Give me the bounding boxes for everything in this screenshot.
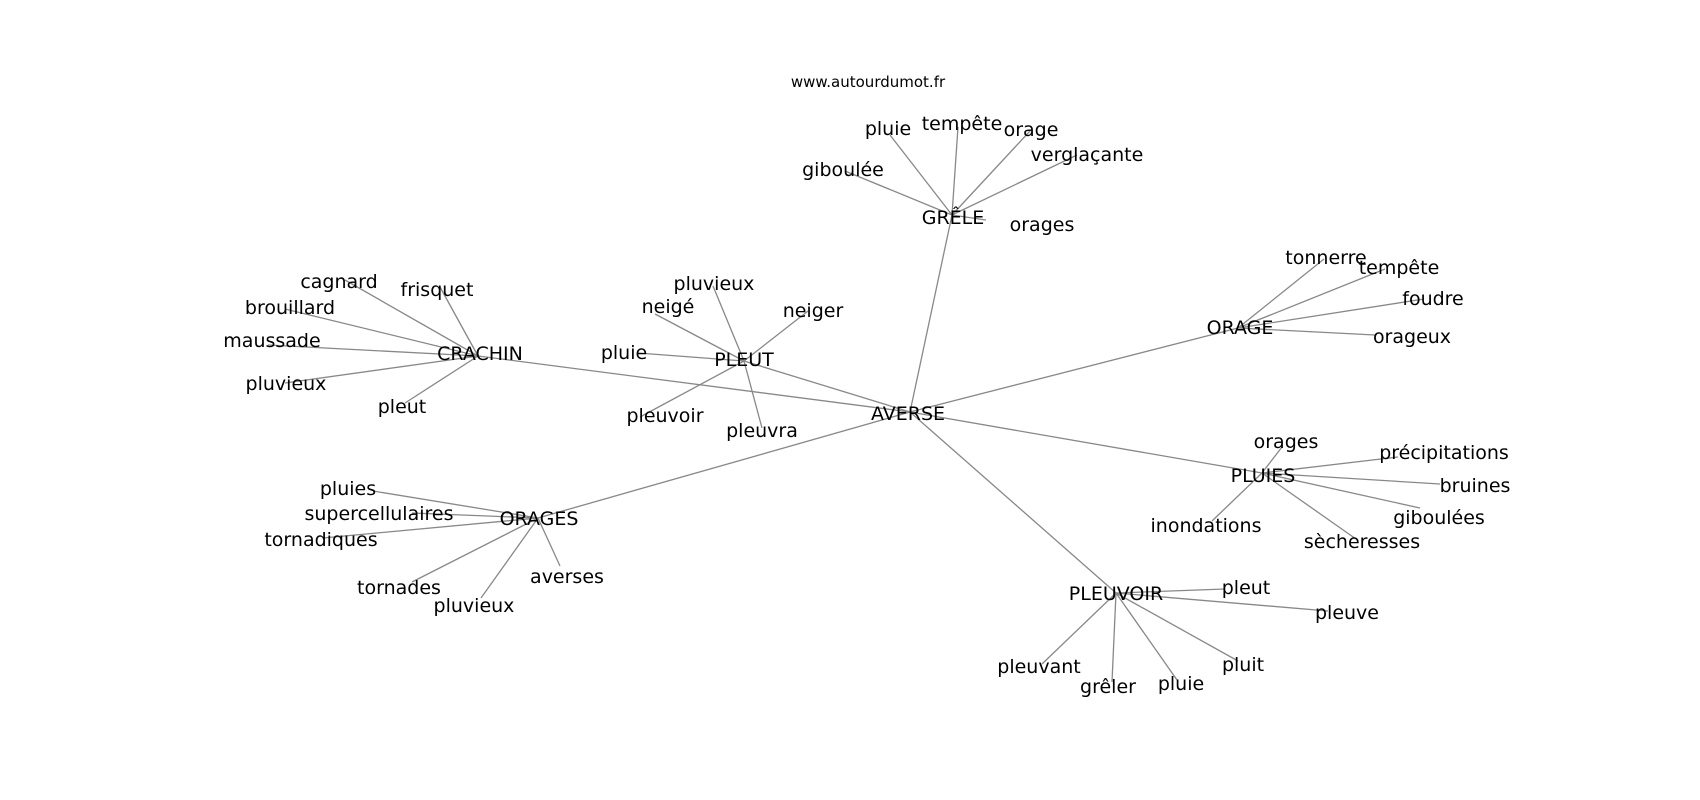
leaf-node-label: pluie <box>865 118 911 140</box>
center-node-label: AVERSE <box>871 403 945 425</box>
hub-leaf-edge <box>284 355 479 384</box>
hub-leaf-edge <box>844 170 953 216</box>
hub-leaf-edge <box>1115 592 1178 681</box>
leaf-node-label: averses <box>530 566 604 588</box>
leaf-node-label: pluie <box>601 342 647 364</box>
hub-leaf-edge <box>1237 298 1425 329</box>
leaf-node-label: pleut <box>378 396 427 418</box>
leaf-node-label: neigé <box>642 296 695 318</box>
hub-leaf-edge <box>1115 592 1239 662</box>
hub-leaf-edge <box>743 360 763 429</box>
leaf-node-label: pluvieux <box>246 373 327 395</box>
hub-leaf-edge <box>439 286 479 357</box>
hub-leaf-edge <box>951 214 987 221</box>
hub-leaf-edge <box>1111 592 1117 683</box>
center-hub-edge <box>909 411 1263 474</box>
leaf-node-label: frisquet <box>401 279 474 301</box>
hub-node-label: PLUIES <box>1231 465 1296 487</box>
hub-leaf-edge <box>1261 472 1441 485</box>
hub-leaf-edge <box>889 134 953 216</box>
leaf-node-label: précipitations <box>1379 442 1509 464</box>
hub-leaf-edge <box>639 360 745 418</box>
leaf-node-label: bruines <box>1440 475 1511 497</box>
hub-leaf-edge <box>1237 258 1325 329</box>
leaf-node-label: tempête <box>1359 257 1440 279</box>
hub-node-label: PLEUVOIR <box>1069 583 1163 605</box>
leaf-node-label: tornades <box>357 577 441 599</box>
hub-node-label: GRÊLE <box>922 206 985 229</box>
leaf-node-label: neiger <box>783 300 844 322</box>
hub-leaf-edge <box>637 352 745 362</box>
hub-leaf-edge <box>951 154 1078 216</box>
hub-leaf-edge <box>411 517 539 583</box>
hub-leaf-edge <box>654 313 745 362</box>
leaf-node-label: maussade <box>223 330 320 352</box>
leaf-node-label: giboulée <box>802 159 884 181</box>
leaf-node-label: orageux <box>1373 326 1451 348</box>
leaf-node-label: tonnerre <box>1285 247 1366 269</box>
hub-leaf-edge <box>411 512 539 519</box>
hub-node-label: ORAGES <box>500 508 579 530</box>
leaf-node-label: sècheresses <box>1304 531 1420 553</box>
leaf-node-label: pluies <box>320 478 376 500</box>
leaf-node-label: pleut <box>1222 577 1271 599</box>
hub-leaf-edge <box>1261 456 1399 474</box>
leaf-node-label: pleuvoir <box>626 405 703 427</box>
hub-leaf-edge <box>1041 592 1117 665</box>
leaf-node-label: inondations <box>1151 515 1262 537</box>
leaf-node-label: verglaçante <box>1031 144 1144 166</box>
hub-leaf-edge <box>1261 446 1283 474</box>
leaf-node-label: giboulées <box>1393 507 1485 529</box>
leaf-node-label: brouillard <box>245 297 335 319</box>
source-label: www.autourdumot.fr <box>791 73 946 91</box>
hub-leaf-edge <box>1261 472 1357 540</box>
hub-node-label: CRACHIN <box>437 343 523 365</box>
leaf-node-label: cagnard <box>300 271 377 293</box>
hub-leaf-edge <box>284 308 479 357</box>
hub-leaf-edge <box>480 517 539 599</box>
leaf-node-label: orage <box>1004 119 1059 141</box>
leaf-node-label: pleuve <box>1315 602 1379 624</box>
hub-leaf-edge <box>1211 472 1263 522</box>
leaf-node-label: tornadiques <box>264 529 377 551</box>
hub-leaf-edge <box>712 285 745 362</box>
center-hub-edge <box>909 411 1117 594</box>
hub-leaf-edge <box>1261 472 1421 509</box>
graph-edges <box>267 126 1441 683</box>
leaf-node-label: grêler <box>1080 676 1136 698</box>
hub-leaf-edge <box>1115 588 1226 594</box>
center-hub-edge <box>909 327 1239 413</box>
hub-leaf-edge <box>1237 268 1386 329</box>
hub-leaf-edge <box>267 344 479 357</box>
leaf-node-label: tempête <box>922 113 1003 135</box>
leaf-node-label: pluit <box>1222 654 1264 676</box>
center-hub-edge <box>743 360 911 413</box>
center-hub-edge <box>537 411 911 519</box>
hub-leaf-edge <box>344 279 479 357</box>
hub-leaf-edge <box>1115 592 1329 612</box>
hub-leaf-edge <box>322 517 539 539</box>
leaf-node-label: pluie <box>1158 673 1204 695</box>
leaf-node-label: supercellulaires <box>304 503 453 525</box>
hub-leaf-edge <box>1237 327 1376 336</box>
hub-leaf-edge <box>537 517 561 567</box>
leaf-node-label: orages <box>1010 214 1075 236</box>
leaf-node-label: pleuvant <box>997 656 1080 678</box>
leaf-node-label: orages <box>1254 431 1319 453</box>
hub-node-label: PLEUT <box>714 349 774 371</box>
hub-node-label: ORAGE <box>1207 317 1274 339</box>
center-hub-edge <box>477 355 911 413</box>
leaf-node-label: pluvieux <box>434 595 515 617</box>
center-hub-edge <box>909 214 953 413</box>
hub-leaf-edge <box>404 355 479 404</box>
leaf-node-label: foudre <box>1402 288 1464 310</box>
hub-leaf-edge <box>743 310 809 362</box>
leaf-node-label: pleuvra <box>726 420 798 442</box>
hub-leaf-edge <box>372 490 539 519</box>
leaf-node-label: pluvieux <box>674 273 755 295</box>
hub-leaf-edge <box>951 130 1031 216</box>
hub-leaf-edge <box>951 126 959 216</box>
